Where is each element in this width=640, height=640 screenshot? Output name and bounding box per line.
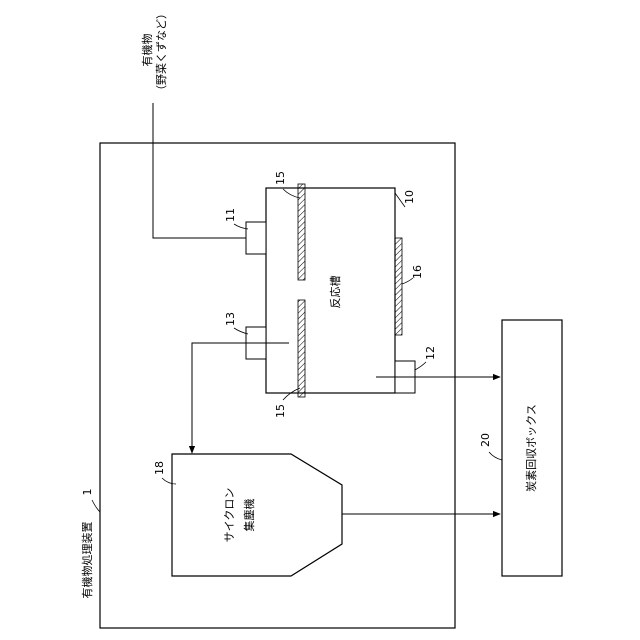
baffle-number-upper: 15 <box>274 171 287 185</box>
cyclone-label-line2: 集塵機 <box>242 499 256 532</box>
inlet-port-number: 11 <box>224 208 237 222</box>
svg-text:炭素回収ボックス: 炭素回収ボックス <box>525 404 538 492</box>
cyclone-number: 18 <box>153 461 166 475</box>
svg-text:15: 15 <box>274 171 287 185</box>
gas-port-number: 13 <box>224 312 237 326</box>
apparatus-leader-line <box>92 500 100 512</box>
baffle-upper <box>298 184 305 280</box>
svg-text:反応槽: 反応槽 <box>328 276 342 309</box>
reactor-label: 反応槽 <box>328 276 342 309</box>
svg-text:集塵機: 集塵機 <box>242 499 256 532</box>
svg-text:20: 20 <box>479 433 492 447</box>
input-label-line1: 有機物 <box>140 34 154 67</box>
outlet-port-number: 12 <box>424 346 437 360</box>
apparatus-number-label: 1 <box>81 489 94 496</box>
svg-text:サイクロン: サイクロン <box>223 488 236 543</box>
svg-text:（野菜くずなど）: （野菜くずなど） <box>155 8 168 96</box>
svg-text:12: 12 <box>424 346 437 360</box>
cyclone-body <box>172 454 342 576</box>
carbon-box-leader-line <box>489 452 502 460</box>
svg-text:11: 11 <box>224 208 237 222</box>
svg-text:10: 10 <box>403 190 416 204</box>
inlet-port <box>246 222 266 254</box>
apparatus-name-label: 有機物処理装置 <box>80 522 94 599</box>
carbon-box-number: 20 <box>479 433 492 447</box>
svg-text:15: 15 <box>274 404 287 418</box>
svg-text:13: 13 <box>224 312 237 326</box>
heater <box>395 238 402 335</box>
input-label-line2: （野菜くずなど） <box>155 8 168 96</box>
heater-number: 16 <box>411 265 424 279</box>
reactor-number: 10 <box>403 190 416 204</box>
svg-text:16: 16 <box>411 265 424 279</box>
svg-text:有機物処理装置: 有機物処理装置 <box>80 522 94 599</box>
svg-text:有機物: 有機物 <box>140 34 154 67</box>
svg-text:18: 18 <box>153 461 166 475</box>
outlet-leader-line <box>415 362 426 370</box>
baffle-number-lower: 15 <box>274 404 287 418</box>
carbon-box-label: 炭素回収ボックス <box>525 404 538 492</box>
heater-leader-line <box>402 278 413 284</box>
svg-text:1: 1 <box>81 489 94 496</box>
baffle-lower <box>298 300 305 397</box>
cyclone-label-line1: サイクロン <box>223 488 236 543</box>
